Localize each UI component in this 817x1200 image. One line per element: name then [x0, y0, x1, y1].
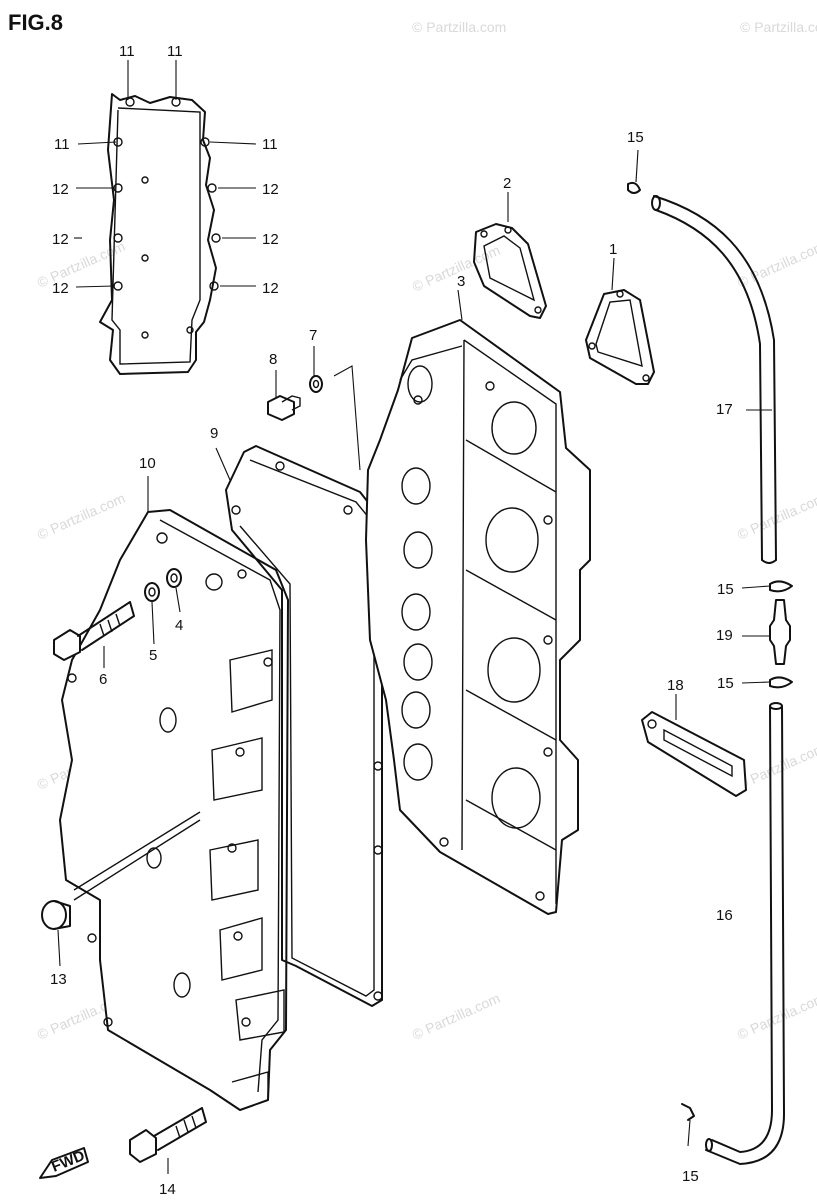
callout-13: 13	[50, 971, 67, 988]
callout-2: 2	[503, 175, 511, 192]
callout-11b: 11	[167, 43, 183, 60]
bolt-8	[267, 395, 301, 421]
callout-6: 6	[99, 671, 107, 688]
watermark: © Partzilla.com	[740, 19, 817, 35]
callout-9: 9	[210, 425, 218, 442]
washer-4	[166, 568, 182, 588]
callout-5: 5	[149, 647, 157, 664]
clamp-15-lower	[769, 676, 793, 689]
callout-10: 10	[139, 455, 156, 472]
cylinder-head-cover	[59, 509, 289, 1111]
joint-19	[769, 599, 791, 665]
callout-12f: 12	[262, 280, 279, 297]
plug-13	[41, 900, 71, 930]
callout-16: 16	[716, 907, 733, 924]
callout-12c: 12	[52, 231, 69, 248]
callout-11a: 11	[119, 43, 135, 60]
figure-title: FIG.8	[8, 10, 63, 35]
callout-7: 7	[309, 327, 317, 344]
callout-12b: 12	[262, 181, 279, 198]
cylinder-head	[365, 319, 591, 915]
callout-12a: 12	[52, 181, 69, 198]
callout-15d: 15	[682, 1168, 699, 1185]
callout-19: 19	[716, 627, 733, 644]
washer-5	[144, 582, 160, 602]
hose-17	[651, 195, 777, 564]
callout-12e: 12	[52, 280, 69, 297]
callout-8: 8	[269, 351, 277, 368]
callout-18: 18	[667, 677, 684, 694]
callout-1: 1	[609, 241, 617, 258]
callouts: 1 2 3 4 5 6 7 8 9 10 11 11 11 11 12 12 1…	[50, 43, 734, 1198]
callout-11c: 11	[54, 136, 70, 153]
thermostat-cover-gasket	[473, 223, 547, 319]
clamp-15-bottom	[681, 1103, 695, 1121]
callout-14: 14	[159, 1181, 176, 1198]
callout-15c: 15	[717, 675, 734, 692]
callout-17: 17	[716, 401, 733, 418]
watermark: © Partzilla.com	[735, 990, 817, 1043]
watermark: © Partzilla.com	[412, 19, 506, 35]
callout-15b: 15	[717, 581, 734, 598]
cover-gasket-main	[225, 445, 383, 1007]
clamp-15-top	[627, 181, 641, 194]
watermark: © Partzilla.com	[35, 490, 128, 543]
callout-3: 3	[457, 273, 465, 290]
cover-gasket-top	[99, 93, 221, 375]
bolt-6	[53, 601, 135, 661]
leader-lines	[57, 60, 772, 1174]
thermostat-gasket	[585, 289, 655, 385]
watermark: © Partzilla.com	[735, 740, 817, 793]
fwd-arrow: FWD	[39, 1147, 89, 1179]
clamp-15-upper	[769, 580, 793, 593]
hose-16	[705, 702, 785, 1165]
bolt-14	[129, 1107, 207, 1163]
bracket-18	[641, 711, 747, 797]
washer-7	[309, 375, 323, 393]
callout-15a: 15	[627, 129, 644, 146]
callout-4: 4	[175, 617, 183, 634]
callout-11d: 11	[262, 136, 278, 153]
watermark: © Partzilla.com	[410, 990, 503, 1043]
callout-12d: 12	[262, 231, 279, 248]
